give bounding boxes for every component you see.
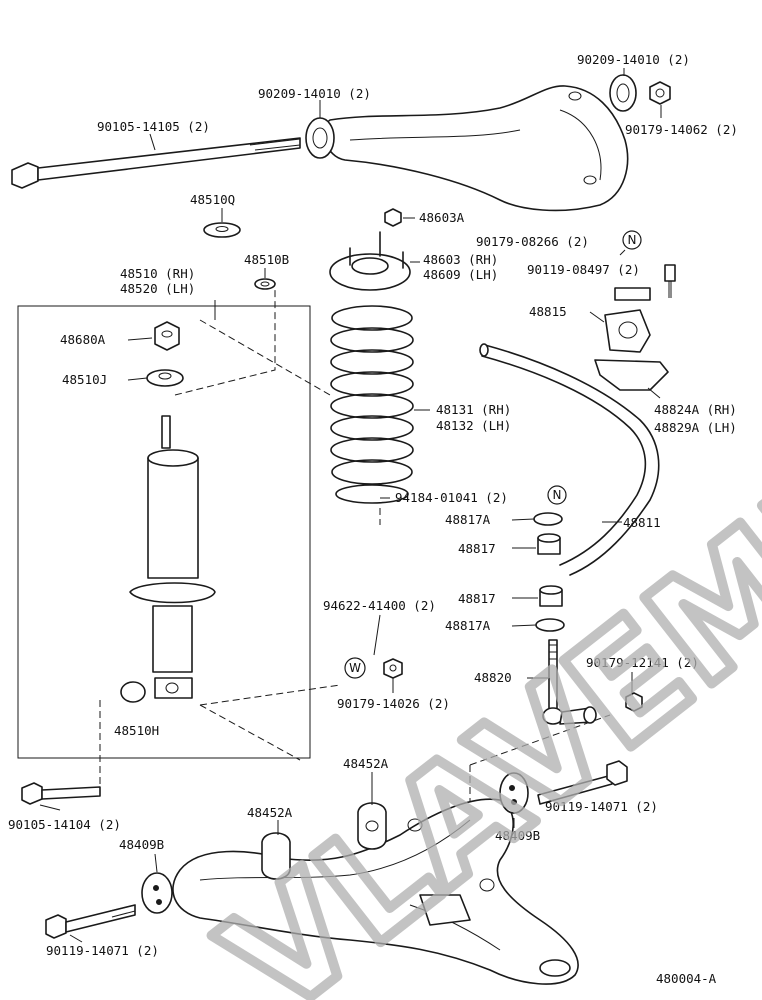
label-48409B-right: 48409B [495, 828, 540, 843]
label-90179-12141: 90179-12141 (2) [586, 655, 699, 670]
label-48409B-left: 48409B [119, 837, 164, 852]
label-48817A-top: 48817A [445, 512, 491, 527]
figure-code: 480004-A [656, 971, 717, 986]
label-94184-01041: 94184-01041 (2) [395, 490, 508, 505]
symbol-w: W [344, 657, 366, 679]
label-94622-41400: 94622-41400 (2) [323, 598, 436, 613]
label-48510J: 48510J [62, 372, 107, 387]
label-48603-rh: 48603 (RH) [423, 252, 498, 267]
nut-48603A [384, 208, 402, 227]
label-48131-rh: 48131 (RH) [436, 402, 511, 417]
label-48817-top: 48817 [458, 541, 496, 556]
part-labels: 90209-14010 (2) 90209-14010 (2) 90105-14… [8, 52, 738, 986]
label-48510Q: 48510Q [190, 192, 235, 207]
nut-90179-14026 [383, 658, 403, 679]
label-48820: 48820 [474, 670, 512, 685]
label-48609-lh: 48609 (LH) [423, 267, 498, 282]
label-90179-14062: 90179-14062 (2) [625, 122, 738, 137]
symbol-n-mid: N [547, 485, 567, 505]
label-48520-lh: 48520 (LH) [120, 281, 195, 296]
stabilizer-link-48820 [542, 639, 597, 725]
label-48815: 48815 [529, 304, 567, 319]
label-48452A-left: 48452A [247, 805, 293, 820]
label-90209-14010-top: 90209-14010 (2) [577, 52, 690, 67]
cushion-48817A-top [533, 512, 563, 526]
svg-text:W: W [349, 661, 361, 675]
lower-control-arm [172, 798, 579, 985]
label-48603A: 48603A [419, 210, 465, 225]
cam-48409B-left [141, 872, 173, 914]
bushing-48510H [120, 681, 146, 703]
label-90105-14105: 90105-14105 (2) [97, 119, 210, 134]
shock-absorber-assembly-frame [17, 305, 311, 759]
label-48132-lh: 48132 (LH) [436, 418, 511, 433]
svg-text:N: N [553, 488, 562, 502]
label-90119-08497: 90119-08497 (2) [527, 262, 640, 277]
bolt-90105-14104 [21, 782, 101, 805]
assembly-dashed-lines [99, 290, 611, 855]
upper-control-arm [323, 85, 629, 212]
cushion-48817-top [537, 533, 561, 555]
label-90119-14071-right: 90119-14071 (2) [545, 799, 658, 814]
bushing-48815 [604, 309, 651, 353]
bolt-90119-08497 [664, 264, 676, 298]
label-90119-14071-left: 90119-14071 (2) [46, 943, 159, 958]
nut-90179-12141 [625, 692, 643, 712]
cushion-48510J [146, 369, 184, 387]
label-48817A-bottom: 48817A [445, 618, 491, 633]
washer-48510B [254, 278, 276, 290]
cam-48409B-right [499, 772, 529, 814]
washer-48510Q [203, 222, 241, 238]
bushing-90209-mid [305, 117, 335, 159]
label-48680A: 48680A [60, 332, 106, 347]
svg-text:N: N [628, 233, 637, 247]
stabilizer-bar-48811 [479, 343, 660, 576]
label-48452A-mid: 48452A [343, 756, 389, 771]
label-48817-bottom: 48817 [458, 591, 496, 606]
label-90179-08266: 90179-08266 (2) [476, 234, 589, 249]
bracket-48824A [594, 287, 669, 391]
label-48510H: 48510H [114, 723, 159, 738]
label-90209-14010-mid: 90209-14010 (2) [258, 86, 371, 101]
label-90179-14026: 90179-14026 (2) [337, 696, 450, 711]
coil-spring-48131 [330, 305, 414, 485]
label-48811: 48811 [623, 515, 661, 530]
leader-lines [39, 68, 662, 943]
bushing-48452A-mid [357, 802, 387, 850]
symbol-n-top: N [622, 230, 642, 250]
label-48824A-rh: 48824A (RH) [654, 402, 737, 417]
bolt-90119-14071-left [45, 904, 136, 939]
bolt-90105-14105 [11, 137, 301, 189]
nut-90179-14062 [649, 81, 671, 105]
label-90105-14104: 90105-14104 (2) [8, 817, 121, 832]
cushion-48817-bottom [539, 585, 563, 607]
bushing-48452A-left [261, 832, 291, 880]
bolt-90119-14071-right [537, 760, 628, 805]
label-48829A-lh: 48829A (LH) [654, 420, 737, 435]
label-48510-rh: 48510 (RH) [120, 266, 195, 281]
bushing-90209-top [609, 74, 637, 112]
shock-absorber-48510 [129, 415, 216, 699]
bushing-48680A [154, 321, 180, 351]
label-48510B: 48510B [244, 252, 289, 267]
upper-support-48603 [329, 231, 411, 291]
